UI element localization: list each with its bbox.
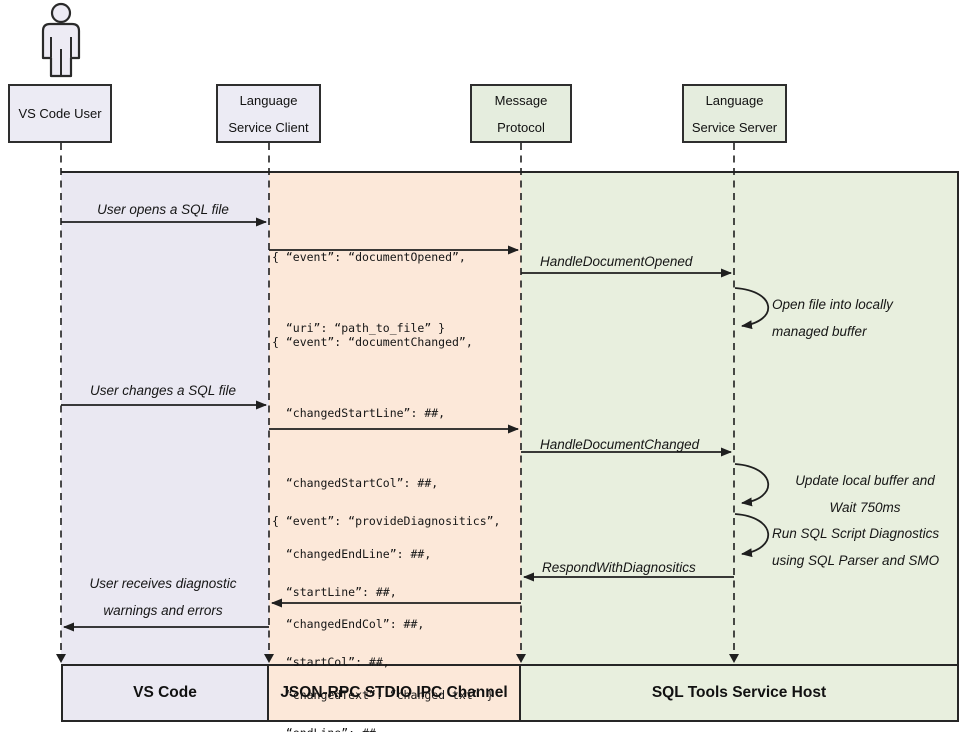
note-line2: Wait 750ms bbox=[829, 499, 901, 515]
participant-vscode-user: VS Code User bbox=[8, 84, 112, 143]
footer-box-service-host: SQL Tools Service Host bbox=[521, 664, 959, 722]
participant-label-line2: Service Client bbox=[228, 119, 309, 135]
json-line: “startLine”: ##, bbox=[272, 584, 397, 599]
note-run-diagnostics: Run SQL Script Diagnostics using SQL Par… bbox=[772, 521, 939, 574]
note-line1: Update local buffer and bbox=[795, 473, 935, 488]
json-line: { “event”: “provideDiagnositics”, bbox=[272, 514, 501, 528]
note-open-file-buffer: Open file into locally managed buffer bbox=[772, 292, 893, 345]
json-line: { “event”: “documentOpened”, bbox=[272, 250, 466, 264]
footer-label: VS Code bbox=[133, 684, 197, 701]
participant-label-line2: Service Server bbox=[691, 119, 778, 135]
participant-language-service-server: Language Service Server bbox=[682, 84, 787, 143]
note-line2: managed buffer bbox=[772, 323, 867, 339]
participant-label-line1: Language bbox=[239, 92, 298, 108]
label-user-receives-line1: User receives diagnostic bbox=[89, 576, 237, 591]
json-line: “changedStartCol”: ##, bbox=[272, 476, 439, 490]
footer-box-vscode: VS Code bbox=[61, 664, 269, 722]
label-handle-changed: HandleDocumentChanged bbox=[540, 437, 700, 452]
label-user-changes: User changes a SQL file bbox=[89, 383, 237, 398]
lifeline-end-arrow-protocol bbox=[516, 654, 526, 663]
self-loop-run-diagnostics bbox=[734, 513, 770, 558]
self-loop-open-file bbox=[734, 287, 770, 330]
json-line: “changedStartLine”: ##, bbox=[272, 405, 446, 420]
json-line: “endLine”: ##, bbox=[272, 722, 500, 732]
label-respond-diagnostics: RespondWithDiagnositics bbox=[542, 560, 696, 575]
json-line: “startCol”: ##, bbox=[272, 655, 390, 669]
json-line: “changedEndCol”: ##, bbox=[272, 617, 425, 631]
participant-language-service-client: Language Service Client bbox=[216, 84, 321, 143]
participant-label-line1: Message bbox=[494, 92, 548, 108]
participant-label-line2: Protocol bbox=[497, 119, 545, 135]
footer-label: JSON-RPC STDIO IPC Channel bbox=[280, 684, 508, 701]
user-actor-icon bbox=[41, 2, 81, 78]
label-user-receives: User receives diagnostic warnings and er… bbox=[89, 571, 236, 624]
json-line: “changedText”: “changed txt” } bbox=[272, 687, 494, 702]
footer-label: SQL Tools Service Host bbox=[651, 684, 827, 701]
participant-label: VS Code User bbox=[18, 106, 102, 121]
lane-top-border bbox=[61, 171, 959, 173]
label-user-receives-line2: warnings and errors bbox=[103, 602, 223, 618]
lifeline-end-arrow-user bbox=[56, 654, 66, 663]
note-line2: using SQL Parser and SMO bbox=[772, 552, 940, 568]
self-loop-update-buffer bbox=[734, 463, 770, 507]
lane-vscode bbox=[61, 173, 269, 664]
json-line: { “event”: “documentChanged”, bbox=[272, 335, 473, 349]
lifeline-end-arrow-server bbox=[729, 654, 739, 663]
note-update-buffer: Update local buffer and Wait 750ms bbox=[770, 468, 960, 521]
json-message-document-changed: { “event”: “documentChanged”, “changedSt… bbox=[272, 284, 494, 732]
label-handle-opened: HandleDocumentOpened bbox=[540, 254, 693, 269]
actor-head bbox=[50, 2, 72, 24]
footer-box-ipc-channel: JSON-RPC STDIO IPC Channel bbox=[269, 664, 521, 722]
lane-service-host bbox=[521, 173, 959, 664]
note-line1: Run SQL Script Diagnostics bbox=[772, 526, 940, 541]
json-message-document-opened: { “event”: “documentOpened”, “uri”: “pat… bbox=[272, 199, 466, 387]
json-line: “changedEndLine”: ##, bbox=[272, 546, 432, 561]
lifeline-end-arrow-client bbox=[264, 654, 274, 663]
note-line1: Open file into locally bbox=[772, 297, 893, 312]
json-message-provide-diagnostics: { “event”: “provideDiagnositics”, “start… bbox=[272, 463, 500, 732]
label-user-opens: User opens a SQL file bbox=[97, 202, 229, 217]
participant-message-protocol: Message Protocol bbox=[470, 84, 572, 143]
lane-ipc-channel bbox=[269, 173, 521, 664]
json-line: “uri”: “path_to_file” } bbox=[272, 320, 446, 335]
participant-label-line1: Language bbox=[705, 92, 764, 108]
